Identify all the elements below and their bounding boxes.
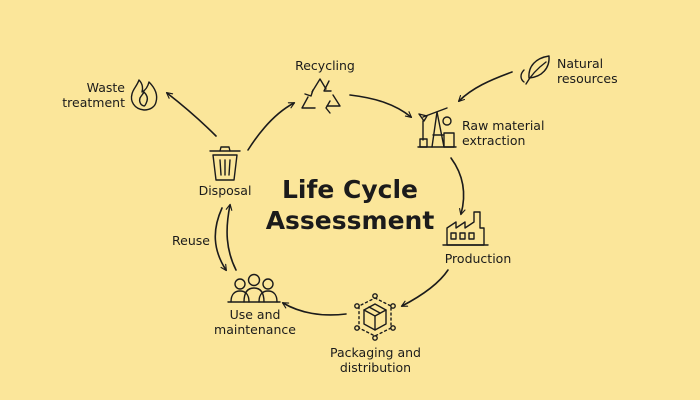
production-label: Production [444,251,512,266]
disposal-label: Disposal [198,183,252,198]
use-maintenance-label: Use and maintenance [214,307,296,337]
raw-material-extraction-label: Raw material extraction [462,118,545,148]
recycling-label: Recycling [295,58,355,73]
arrow-natural-resources-to-raw-material [457,71,513,103]
natural-resources-label: Natural resources [557,56,618,86]
leaf-icon [520,55,550,85]
flame-icon [130,79,158,111]
recycle-icon [301,78,341,114]
reuse-label: Reuse [172,233,210,248]
box-icon [354,293,396,341]
people-icon [227,273,281,303]
arrow-disposal-to-recycling [247,102,296,151]
packaging-distribution-label: Packaging and distribution [330,345,421,375]
trash-bin-icon [209,146,241,181]
arrow-use-to-disposal [225,203,237,271]
diagram-title: Life Cycle Assessment [265,175,435,235]
arrow-packaging-to-use [281,302,347,316]
arrow-disposal-to-waste [165,92,217,137]
arrow-raw-material-to-production [450,157,466,216]
arrow-reuse-to-use [214,207,227,272]
arrow-production-to-packaging [400,269,449,307]
factory-icon [442,211,489,246]
arrow-recycling-to-raw-material [349,94,413,119]
waste-treatment-label: Waste treatment [62,80,125,110]
oil-pump-icon [417,107,457,148]
